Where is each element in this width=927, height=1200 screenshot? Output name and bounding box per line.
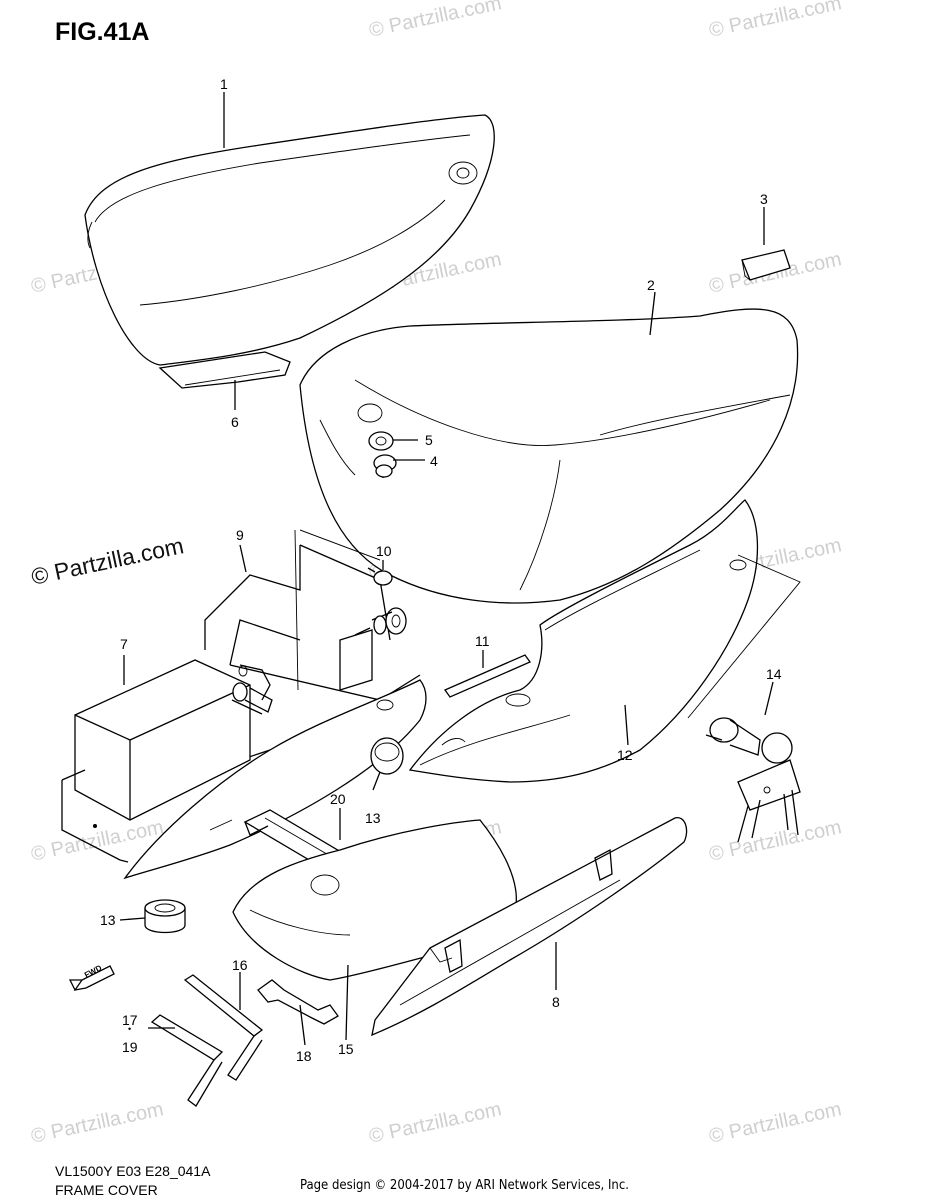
figure-title: FIG.41A (55, 18, 150, 46)
callout-13: 13 (100, 912, 116, 928)
ring-fitting (371, 607, 407, 635)
callout-20: 20 (330, 791, 346, 807)
callout-6: 6 (231, 414, 239, 430)
part-13-grommet-b (144, 899, 186, 934)
callout-1: 1 (220, 76, 228, 92)
part-10-bolt (367, 567, 393, 586)
tray-plate (123, 679, 427, 880)
section-name: FRAME COVER (55, 1182, 158, 1198)
callout-7: 7 (120, 636, 128, 652)
callout-13: 13 (365, 810, 381, 826)
part-1-left-frame-cover (84, 114, 495, 366)
callout-16: 16 (232, 957, 248, 973)
part-14-lock-set (705, 717, 801, 843)
callout-15: 15 (338, 1041, 354, 1057)
callout-11: 11 (475, 633, 490, 649)
part-8-lower-cover (371, 817, 688, 1037)
part-16-wrench (183, 974, 264, 1081)
page-credit: Page design © 2004-2017 by ARI Network S… (300, 1178, 629, 1193)
part-2-right-frame-cover (299, 308, 799, 604)
callout-9: 9 (236, 527, 244, 543)
part-5-washer (368, 431, 394, 451)
callout-2: 2 (647, 277, 655, 293)
part-3-grommet (741, 249, 791, 281)
callout-5: 5 (425, 432, 433, 448)
callout-19: 19 (122, 1039, 138, 1055)
part-6-cushion (158, 351, 291, 389)
part-18-spanner (257, 979, 339, 1025)
callout-10: 10 (376, 543, 392, 559)
callout-4: 4 (430, 453, 438, 469)
part-17-hex-wrench (150, 1014, 224, 1107)
part-13-grommet-a (370, 737, 404, 775)
part-7-battery-box (61, 659, 251, 863)
callout-14: 14 (766, 666, 782, 682)
part-11-strip (444, 654, 531, 698)
callout-12: 12 (617, 747, 633, 763)
part-12-side-cover (408, 499, 759, 783)
callout-8: 8 (552, 994, 560, 1010)
model-code: VL1500Y E03 E28_041A (55, 1163, 211, 1179)
part-4-screw (373, 454, 397, 478)
callout-3: 3 (760, 191, 768, 207)
callout-dot: • (128, 1024, 132, 1034)
callout-17: 17 (122, 1012, 138, 1028)
callout-18: 18 (296, 1048, 312, 1064)
leader-lines (119, 92, 801, 1046)
fwd-arrow (68, 965, 115, 991)
shaft (231, 664, 273, 715)
